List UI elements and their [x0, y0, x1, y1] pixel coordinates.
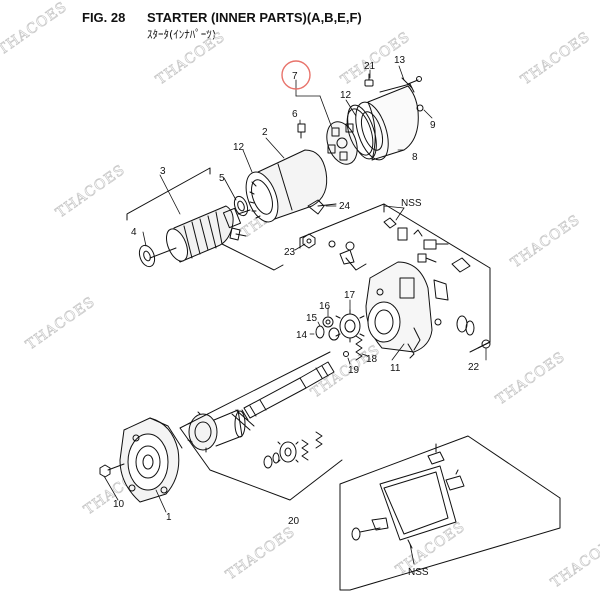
watermark: THACOES — [518, 29, 593, 88]
end-cover-part — [347, 83, 424, 161]
callout-6: 6 — [292, 109, 298, 120]
leader-lines — [103, 65, 487, 565]
screw-part — [364, 73, 374, 87]
armature-part — [149, 205, 251, 263]
callout-labels: 1 2 3 4 5 6 7 8 9 10 11 12 12 13 14 15 1… — [113, 55, 480, 578]
watermark: THACOES — [393, 519, 468, 578]
ball-part — [343, 351, 349, 357]
callout-1: 1 — [166, 512, 172, 523]
watermark: THACOES — [308, 342, 383, 401]
front-housing-part — [119, 417, 183, 503]
brush-holder-part — [326, 121, 358, 165]
callout-18: 18 — [366, 354, 378, 365]
watermark: THACOES — [548, 532, 600, 591]
callout-17: 17 — [344, 290, 356, 301]
watermark: THACOES — [508, 212, 583, 271]
callout-13: 13 — [394, 55, 406, 66]
screw-part — [401, 76, 422, 89]
callout-22: 22 — [468, 362, 480, 373]
nss-label-upper: NSS — [401, 198, 422, 209]
callout-15: 15 — [306, 313, 318, 324]
callout-14: 14 — [296, 330, 308, 341]
watermark: THACOES — [0, 0, 70, 58]
watermark: THACOES — [23, 294, 98, 353]
watermark: THACOES — [493, 349, 568, 408]
callout-24: 24 — [339, 201, 351, 212]
nss-label-lower: NSS — [408, 567, 429, 578]
spring-part — [355, 335, 363, 361]
callout-12b: 12 — [340, 90, 352, 101]
figure-subtitle: ｽﾀｰﾀ(ｲﾝﾅﾊﾟｰﾂ) — [147, 28, 217, 41]
bracket-line — [179, 351, 343, 501]
bearing-part — [138, 244, 156, 268]
watermark: THACOES — [53, 162, 128, 221]
washer-part — [315, 325, 340, 341]
callout-21: 21 — [364, 61, 376, 72]
bolt-part — [99, 463, 125, 478]
nss-assembly-box — [339, 435, 561, 591]
watermark: THACOES — [153, 29, 228, 88]
callout-10: 10 — [113, 499, 125, 510]
callout-7: 7 — [292, 71, 298, 82]
figure-number: FIG. 28 — [82, 10, 126, 25]
clip-part — [229, 227, 247, 241]
gear-part — [322, 316, 334, 328]
figure-title: STARTER (INNER PARTS)(A,B,E,F) — [147, 10, 362, 25]
lead-wire-part — [307, 199, 337, 215]
pinion-shaft-part — [231, 361, 335, 431]
callout-3: 3 — [160, 166, 166, 177]
callout-20: 20 — [288, 516, 300, 527]
bolt-part — [297, 123, 306, 139]
nss-assembly-box — [299, 203, 491, 353]
pinion-gear-part — [335, 309, 365, 343]
pinion-part — [263, 431, 323, 469]
callout-2: 2 — [262, 127, 268, 138]
ring-part — [346, 108, 374, 156]
callout-9: 9 — [430, 120, 436, 131]
seal-part — [456, 315, 491, 349]
drive-housing-part — [365, 261, 449, 359]
callout-11: 11 — [390, 363, 401, 374]
callout-19: 19 — [348, 365, 360, 376]
callout-23: 23 — [284, 247, 296, 258]
callout-4: 4 — [131, 227, 137, 238]
bearing-part — [233, 195, 249, 217]
callout-7-highlight — [281, 60, 311, 90]
watermark: THACOES — [223, 524, 298, 583]
callout-5: 5 — [219, 173, 225, 184]
callout-8: 8 — [412, 152, 418, 163]
clutch-part — [187, 409, 246, 453]
callout-16: 16 — [319, 301, 331, 312]
yoke-part — [245, 149, 328, 223]
callout-12: 12 — [233, 142, 245, 153]
